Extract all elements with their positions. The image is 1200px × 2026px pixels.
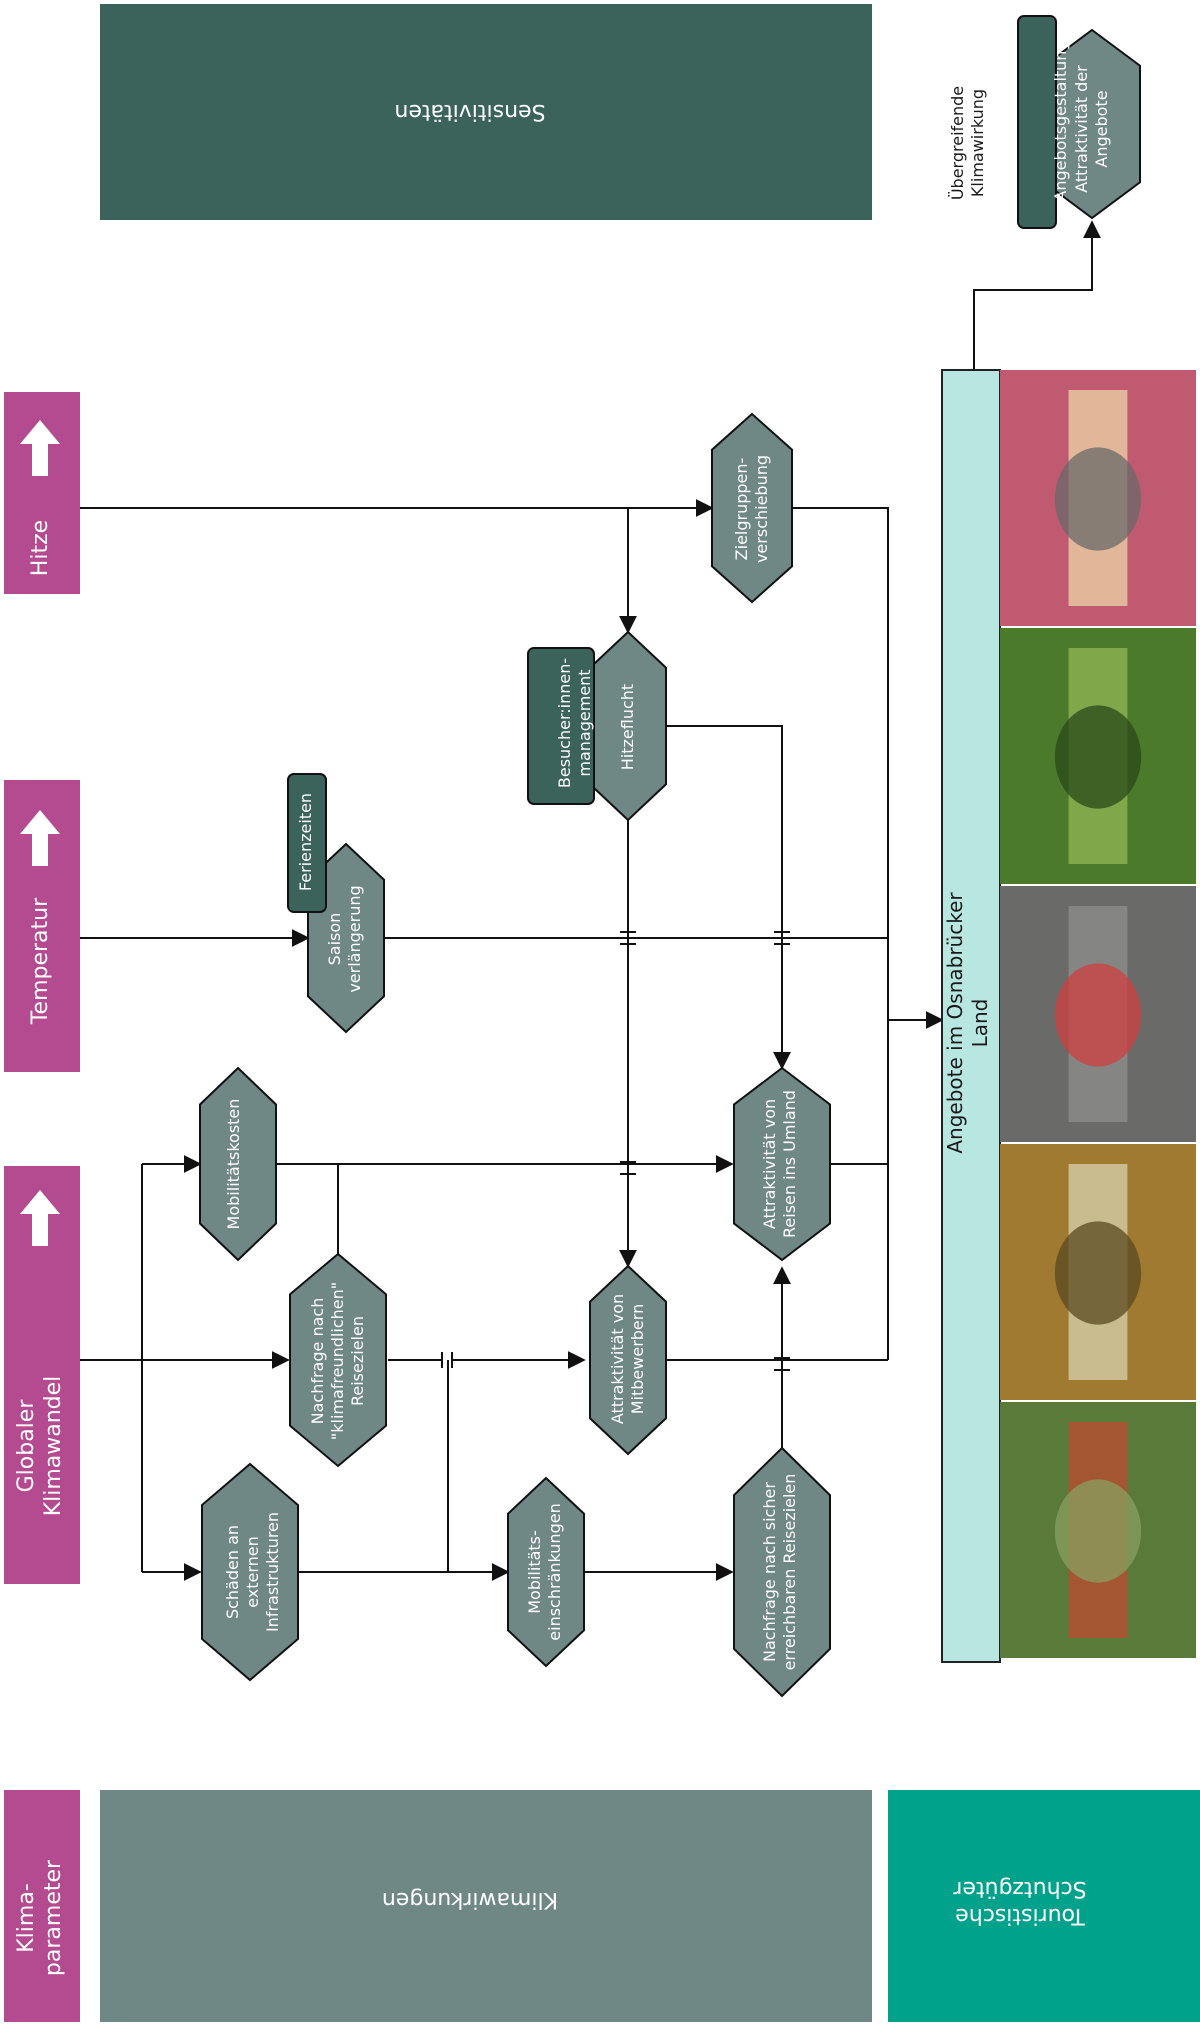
box-angebotsgestaltung — [1017, 15, 1057, 229]
kayak-photo — [1000, 886, 1196, 1142]
hex-mobilitaetseinschraenkungen — [507, 1476, 585, 1668]
band-schutzgueter-label: Touristische Schutzgüter — [953, 1876, 1087, 1928]
impact-nachfrage-sicher: Nachfrage nach sicher erreichbaren Reise… — [760, 1473, 799, 1671]
arrow-up-icon — [20, 420, 60, 476]
hex-nachfrage-klimafreundlich — [289, 1252, 387, 1468]
angebote-bar — [941, 369, 1001, 1663]
massage-photo — [1000, 370, 1196, 626]
box-besuchermanagement — [527, 647, 595, 805]
hex-zielgruppenverschiebung — [711, 412, 793, 604]
impact-hitzeflucht: Hitzeflucht — [618, 683, 637, 771]
klimaparameter-band — [4, 1790, 80, 2022]
param-hitze-label: Hitze — [27, 519, 53, 577]
sensitivity-besuchermanagement: Besucher:innen- management — [555, 657, 594, 789]
angebote-bar-label: Angebote im Osnabrücker Land — [943, 892, 992, 1154]
sensitivity-ferienzeiten: Ferienzeiten — [296, 792, 315, 892]
hex-attraktivitaet-umland — [733, 1066, 831, 1262]
autumn-stream-photo — [1000, 1144, 1196, 1400]
arrow-up-icon — [20, 810, 60, 866]
impact-attraktivitaet-mitbewerber: Attraktivität von Mitbewerbern — [608, 1293, 647, 1425]
klimawirkungen-band — [100, 1790, 872, 2022]
impact-mobilitaetseinschraenkungen: Mobilitäts- einschränkungen — [525, 1503, 564, 1641]
impact-mobilitaetskosten: Mobilitätskosten — [224, 1098, 243, 1230]
hikers-village-photo — [1000, 1402, 1196, 1658]
cyclists-photo — [1000, 628, 1196, 884]
arrow-up-icon — [20, 1190, 60, 1246]
hex-schaeden-infrastrukturen — [201, 1462, 299, 1682]
impact-zielgruppenverschiebung: Zielgruppen- verschiebung — [732, 454, 771, 564]
impact-attraktivitaet-angebote: Attraktivität der Angebote — [1072, 65, 1111, 193]
param-globaler-klimawandel-label: Globaler Klimawandel — [14, 1375, 66, 1517]
impact-schaeden-infrastrukturen: Schäden an externen Infrastrukturen — [223, 1511, 282, 1633]
hex-attraktivitaet-mitbewerber — [589, 1264, 667, 1456]
connector-lines — [80, 220, 1101, 1581]
sensitivity-angebotsgestaltung: Angebotsgestaltung — [1051, 40, 1070, 202]
hex-nachfrage-sicher — [733, 1446, 831, 1698]
impact-attraktivitaet-umland: Attraktivität von Reisen ins Umland — [760, 1090, 799, 1238]
uebergreifend-label: Übergreifende Klimawirkung — [948, 85, 987, 201]
impact-nachfrage-klimafreundlich: Nachfrage nach "klimafreundlichen" Reise… — [308, 1281, 367, 1441]
sensitivitaeten-band — [100, 4, 872, 220]
hex-mobilitaetskosten — [199, 1066, 277, 1262]
schutzgueter-band — [888, 1790, 1200, 2022]
box-ferienzeiten — [287, 773, 327, 913]
band-klimawirkungen-label: Klimawirkungen — [381, 1887, 559, 1913]
band-sensitivitaeten-label: Sensitivitäten — [394, 99, 546, 125]
impact-saisonverlaengerung: Saison verlängerung — [325, 885, 364, 993]
param-temperatur-label: Temperatur — [27, 897, 53, 1025]
band-klimaparameter-label: Klima- parameter — [14, 1859, 66, 1977]
